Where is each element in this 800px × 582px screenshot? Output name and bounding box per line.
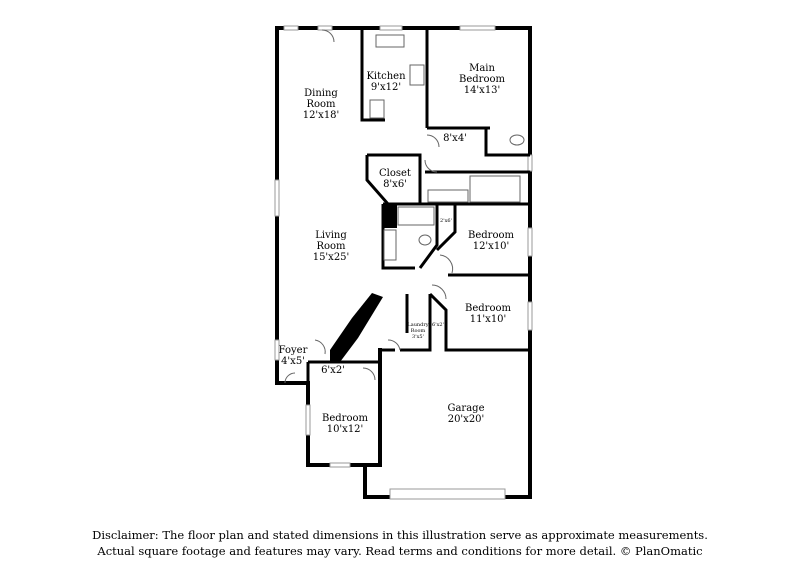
bedroom-4-label: Bedroom — [322, 413, 368, 424]
kitchen-dims: 9'x12' — [371, 82, 401, 93]
svg-text:Bedroom: Bedroom — [459, 74, 505, 85]
closet-dims: 8'x6' — [383, 179, 407, 190]
fireplace — [330, 293, 383, 362]
svg-text:Room: Room — [306, 99, 336, 110]
door-swing — [424, 159, 438, 173]
living-room-label: Living — [315, 230, 347, 241]
entry-closet-dims: 6'x2' — [321, 365, 345, 376]
living-room-dims: 15'x25' — [313, 252, 350, 263]
main-bedroom-label: Main — [469, 63, 495, 74]
foyer-label: Foyer — [279, 345, 308, 356]
door-swing — [314, 339, 326, 355]
bedroom-2-label: Bedroom — [468, 230, 514, 241]
vanity — [383, 229, 397, 261]
door-swing — [439, 254, 454, 274]
door-swing — [284, 372, 296, 384]
linen-dims: 6'x2' — [432, 322, 444, 328]
hall-dims: 8'x4' — [443, 133, 467, 144]
main-bedroom-dims: 14'x13' — [464, 85, 501, 96]
foyer-dims: 4'x5' — [281, 356, 305, 367]
kitchen-label: Kitchen — [366, 71, 406, 82]
door-swing — [426, 134, 440, 148]
small-closet-dims: 2'x6' — [440, 218, 452, 224]
stove — [409, 64, 425, 86]
svg-text:Room: Room — [411, 328, 426, 334]
disclaimer: Disclaimer: The floor plan and stated di… — [0, 527, 800, 559]
svg-text:Room: Room — [316, 241, 346, 252]
fireplace — [383, 204, 397, 228]
vanity — [427, 189, 469, 203]
bedroom-2-dims: 12'x10' — [473, 241, 510, 252]
exterior-walls — [275, 26, 532, 499]
room-labels: Dining Room 12'x18' Kitchen 9'x12' Main … — [279, 63, 515, 435]
door-swing — [362, 367, 376, 381]
bedroom-3-dims: 11'x10' — [470, 314, 507, 325]
bathtub — [397, 206, 435, 226]
disclaimer-line-1: Disclaimer: The floor plan and stated di… — [92, 528, 708, 542]
door-swing — [431, 284, 447, 300]
dining-room-dims: 12'x18' — [303, 110, 340, 121]
bedroom-3-label: Bedroom — [465, 303, 511, 314]
laundry-label: Laundry — [407, 322, 428, 328]
garage-dims: 20'x20' — [448, 414, 485, 425]
closet-label: Closet — [379, 168, 411, 179]
bathtub — [469, 175, 521, 203]
laundry-dims: 3'x5' — [412, 334, 424, 340]
door-swing — [321, 29, 335, 43]
toilet — [418, 234, 432, 246]
door-swing — [387, 339, 401, 351]
garage-door — [389, 488, 506, 500]
dining-room-label: Dining — [304, 88, 338, 99]
kitchen-sink — [375, 34, 405, 48]
bedroom-4-dims: 10'x12' — [327, 424, 364, 435]
disclaimer-line-2: Actual square footage and features may v… — [97, 544, 703, 558]
toilet — [509, 134, 525, 146]
fixtures — [284, 29, 525, 384]
garage-label: Garage — [447, 403, 484, 414]
refrigerator — [369, 99, 385, 119]
